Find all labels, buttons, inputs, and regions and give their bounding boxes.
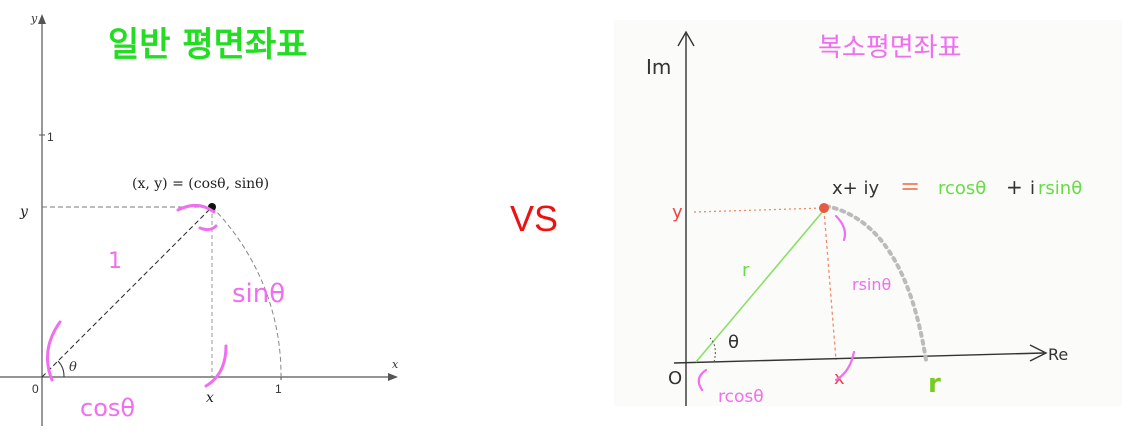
right-panel-paper: [614, 20, 1122, 406]
right-theta-label: θ: [728, 332, 739, 353]
vs-label: VS: [510, 198, 559, 239]
right-vertical-guide: [823, 209, 837, 361]
left-panel: y x 1 1 0 θ (x, y) = (cosθ, sinθ) y x 일반…: [0, 12, 399, 426]
right-origin-label: O: [668, 368, 682, 389]
left-y-axis-arrow: [38, 14, 46, 24]
left-hand-cos: cosθ: [80, 394, 135, 422]
right-eq-sign: =: [900, 172, 920, 200]
right-title: 복소평면좌표: [818, 33, 962, 63]
right-re-axis: [673, 352, 1045, 364]
left-tick-label-y1: 1: [47, 130, 54, 144]
right-im-axis-arrow: [677, 30, 695, 47]
right-hand-bracket-point: [834, 214, 847, 242]
left-point-x-label: x: [206, 390, 214, 406]
left-hand-bracket-x: [204, 344, 228, 388]
left-theta-label: θ: [69, 360, 77, 375]
right-point: [819, 203, 829, 213]
left-hand-bracket-mid: [198, 224, 218, 232]
right-r-arc: [824, 204, 928, 362]
left-hand-radius: 1: [108, 249, 122, 274]
right-panel: Im Re O 복소평면좌표 y x r θ rsinθ rcosθ r x+ …: [614, 20, 1122, 407]
left-x-axis-arrow: [388, 373, 398, 381]
left-origin-label: 0: [32, 382, 39, 396]
right-arc-r-label: r: [928, 369, 941, 399]
right-eq-rhs1: rcosθ: [938, 178, 986, 199]
right-r-line-label: r: [742, 260, 750, 281]
left-point-y-label: y: [19, 204, 29, 220]
left-theta-arc: [57, 360, 65, 378]
left-title: 일반 평면좌표: [108, 25, 308, 65]
right-rcos-label: rcosθ: [718, 387, 764, 407]
right-eq-plus: +: [1006, 175, 1023, 199]
left-radius-line: [41, 206, 213, 378]
right-horizontal-guide: [693, 207, 825, 213]
right-r-line: [695, 209, 825, 363]
right-hand-bracket-origin: [697, 368, 708, 392]
left-hand-bracket-top: [176, 204, 216, 214]
right-eq-rhs2-i: i: [1030, 178, 1035, 199]
right-im-label: Im: [646, 55, 671, 79]
right-re-axis-arrow: [1029, 344, 1048, 362]
right-eq-lhs: x+ iy: [832, 178, 879, 199]
left-x-axis-label: x: [392, 358, 399, 371]
right-re-label: Re: [1048, 345, 1068, 364]
left-hand-bracket-origin: [46, 320, 62, 382]
left-y-axis-label: y: [30, 12, 38, 25]
right-hand-bracket-x: [834, 350, 856, 382]
left-hand-sin: sinθ: [232, 279, 285, 309]
right-eq-rhs2: rsinθ: [1038, 178, 1082, 199]
left-tick-label-x1: 1: [275, 382, 282, 396]
left-point-label: (x, y) = (cosθ, sinθ): [132, 176, 269, 192]
right-y-label: y: [672, 202, 683, 223]
right-rsin-label: rsinθ: [852, 275, 891, 294]
